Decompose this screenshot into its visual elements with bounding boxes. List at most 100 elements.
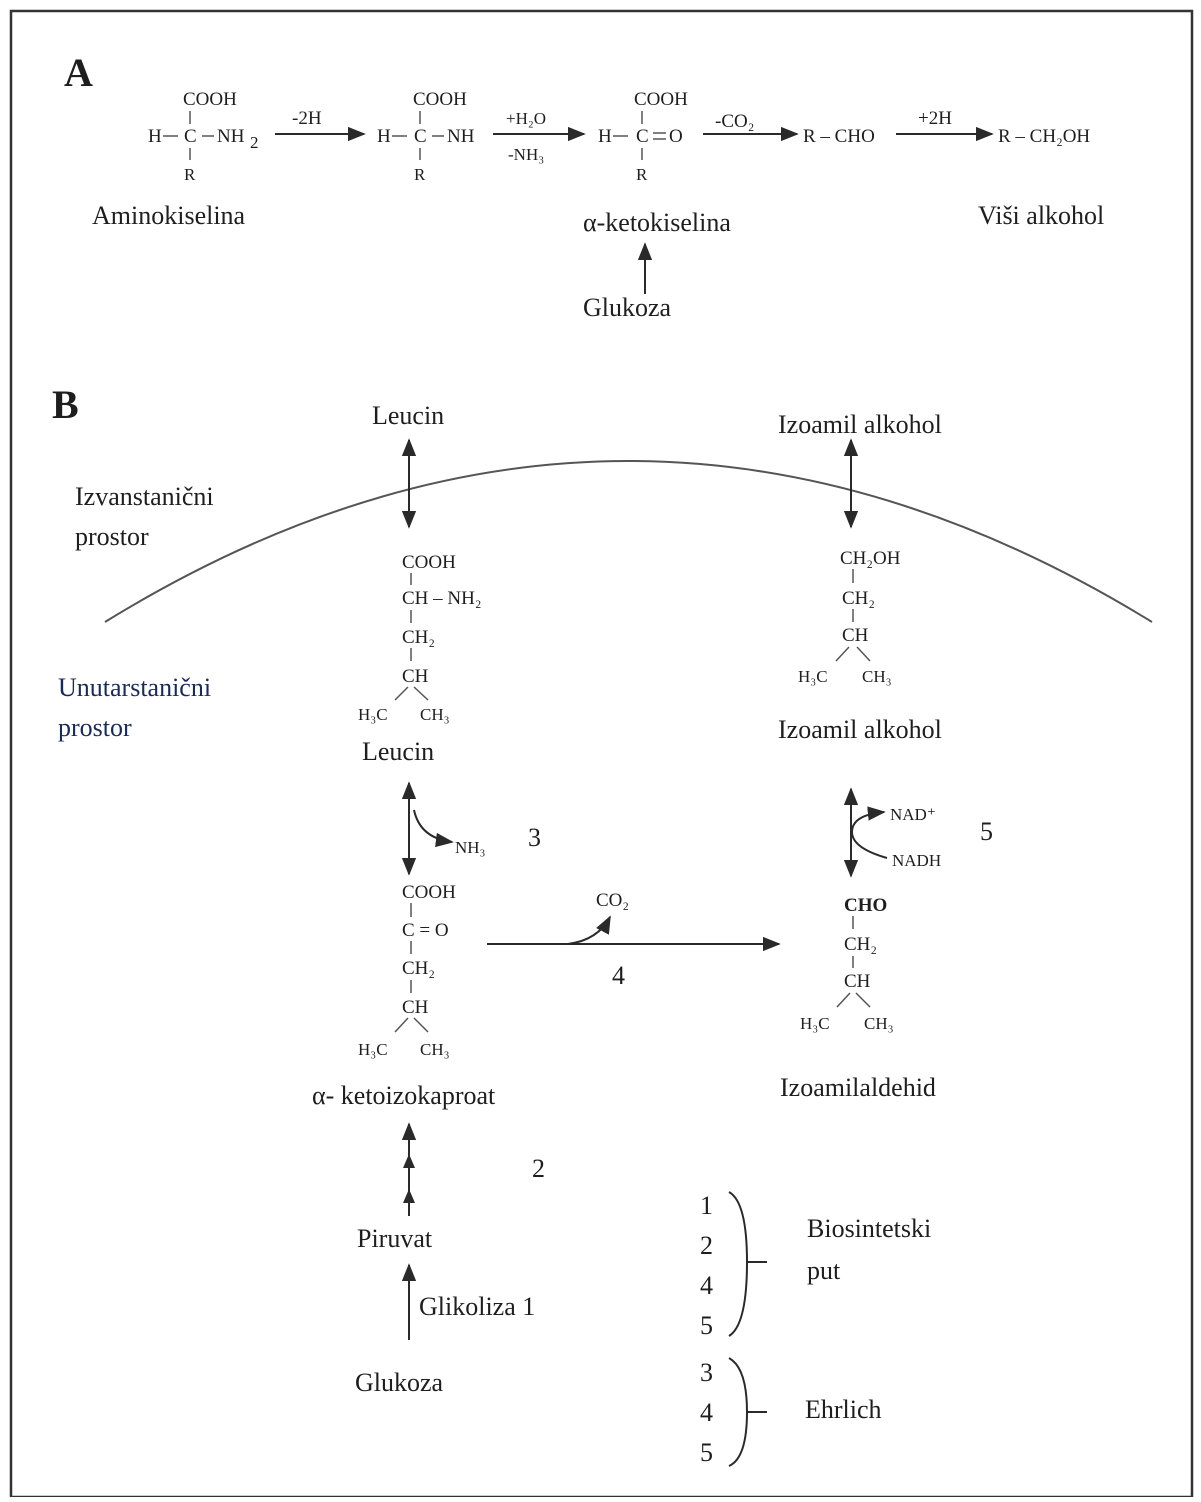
svg-text:R: R	[184, 165, 196, 184]
arrow-a4-label: +2H	[918, 108, 952, 129]
ketoisocaproate-name: α- ketoizokaproat	[312, 1081, 496, 1110]
svg-text:CH: CH	[402, 666, 429, 687]
izoamil-inside: Izoamil alkohol	[778, 715, 942, 744]
svg-text:COOH: COOH	[183, 89, 237, 110]
legend-bio-brace	[728, 1191, 749, 1337]
legend-biosynthetic: 1 2 4 5 Biosintetski put	[700, 1191, 931, 1340]
cell-membrane	[104, 460, 1153, 623]
svg-text:CH₂OH: CH₂OH	[840, 548, 901, 569]
arrow-a2-bottom: -NH₃	[508, 145, 544, 164]
panel-a-label: A	[64, 50, 93, 95]
piruvat-label: Piruvat	[357, 1224, 433, 1253]
arrow-a2-top: +H₂O	[506, 109, 546, 128]
alcohol-a: R – CH₂OH	[998, 126, 1090, 147]
legend-bio-num: 2	[700, 1231, 713, 1260]
svg-text:H₃C: H₃C	[358, 705, 388, 724]
step2-arrow-head-2	[403, 1154, 415, 1168]
svg-text:COOH: COOH	[413, 89, 467, 110]
legend-bio-title-1: Biosintetski	[807, 1214, 931, 1243]
svg-text:CH: CH	[402, 997, 429, 1018]
arrow-a1-label: -2H	[292, 108, 322, 129]
alcohol-structure: CH₂OH CH₂ CH H₃C CH₃	[798, 548, 901, 686]
step-2-number: 2	[532, 1154, 545, 1183]
izoamil-outside: Izoamil alkohol	[778, 410, 942, 439]
co2-label: CO₂	[596, 890, 629, 911]
svg-text:H₃C: H₃C	[358, 1040, 388, 1059]
svg-text:R: R	[636, 165, 648, 184]
svg-text:O: O	[669, 126, 683, 147]
ketoacid-structure: COOH H C O R	[598, 89, 688, 184]
legend-ehr-title: Ehrlich	[805, 1395, 882, 1424]
svg-text:NH: NH	[217, 126, 245, 147]
nad-cycle-arrow	[850, 806, 888, 859]
svg-text:CHO: CHO	[844, 895, 887, 916]
svg-text:R: R	[414, 165, 426, 184]
svg-text:COOH: COOH	[402, 882, 456, 903]
svg-text:NH: NH	[447, 126, 475, 147]
svg-text:CH₂: CH₂	[402, 958, 435, 979]
ketoacid-name: α-ketokiselina	[583, 208, 731, 237]
svg-text:CH: CH	[844, 971, 871, 992]
svg-text:H₃C: H₃C	[800, 1014, 830, 1033]
svg-text:CH₂: CH₂	[844, 934, 877, 955]
glucose-a: Glukoza	[583, 293, 672, 322]
aldehyde-structure: CHO CH₂ CH H₃C CH₃	[800, 895, 894, 1033]
svg-text:CH: CH	[842, 625, 869, 646]
step-4-number: 4	[612, 961, 625, 990]
intracellular-label-2: prostor	[58, 713, 132, 742]
aminoacid-structure: COOH H C NH 2 R	[148, 89, 259, 184]
legend-bio-num: 1	[700, 1191, 713, 1220]
aldehyde-a: R – CHO	[803, 126, 875, 147]
legend-bio-num: 4	[700, 1271, 713, 1300]
svg-text:CH₃: CH₃	[864, 1014, 894, 1033]
panel-b-label: B	[52, 382, 79, 427]
svg-text:2: 2	[250, 133, 259, 152]
glycolysis-label: Glikoliza 1	[419, 1292, 535, 1321]
aminoacid-name: Aminokiselina	[92, 201, 246, 230]
leucin-outside: Leucin	[372, 401, 444, 430]
legend-ehr-brace	[728, 1357, 749, 1467]
svg-text:CH₃: CH₃	[862, 667, 892, 686]
leucin-inside: Leucin	[362, 737, 434, 766]
legend-bio-title-2: put	[807, 1256, 841, 1285]
legend-bio-num: 5	[700, 1311, 713, 1340]
svg-text:H: H	[148, 126, 162, 147]
svg-text:CH₃: CH₃	[420, 1040, 450, 1059]
glucose-b: Glukoza	[355, 1368, 444, 1397]
svg-text:C: C	[636, 126, 649, 147]
ketoisocaproate-structure: COOH C = O CH₂ CH H₃C CH₃	[358, 882, 456, 1059]
svg-text:CH – NH₂: CH – NH₂	[402, 588, 481, 609]
legend-ehr-num: 5	[700, 1438, 713, 1467]
svg-text:CH₂: CH₂	[402, 627, 435, 648]
legend-ehr-num: 3	[700, 1358, 713, 1387]
nh3-release-arrow	[413, 809, 454, 848]
extracellular-label-1: Izvanstanični	[75, 482, 214, 511]
co2-release-arrow	[567, 915, 611, 945]
alcohol-name: Viši alkohol	[978, 201, 1104, 230]
arrow-a3-label: -CO₂	[715, 111, 754, 132]
svg-text:H: H	[598, 126, 612, 147]
legend-ehr-num: 4	[700, 1398, 713, 1427]
step-5-number: 5	[980, 817, 993, 846]
svg-text:COOH: COOH	[634, 89, 688, 110]
svg-text:H: H	[377, 126, 391, 147]
extracellular-label-2: prostor	[75, 522, 149, 551]
nh3-label: NH₃	[455, 838, 486, 857]
svg-text:CH₂: CH₂	[842, 588, 875, 609]
leucin-structure: COOH CH – NH₂ CH₂ CH H₃C CH₃	[358, 552, 481, 724]
svg-text:CH₃: CH₃	[420, 705, 450, 724]
nadh-label: NADH	[892, 851, 941, 870]
nad-label: NAD⁺	[890, 805, 936, 824]
svg-text:C = O: C = O	[402, 920, 449, 941]
intracellular-label-1: Unutarstanični	[58, 673, 211, 702]
svg-text:C: C	[184, 126, 197, 147]
step-3-number: 3	[528, 823, 541, 852]
aldehyde-name: Izoamilaldehid	[780, 1073, 936, 1102]
svg-text:H₃C: H₃C	[798, 667, 828, 686]
step2-arrow-head-3	[403, 1189, 415, 1203]
svg-text:COOH: COOH	[402, 552, 456, 573]
svg-text:C: C	[414, 126, 427, 147]
imino-structure: COOH H C NH R	[377, 89, 475, 184]
